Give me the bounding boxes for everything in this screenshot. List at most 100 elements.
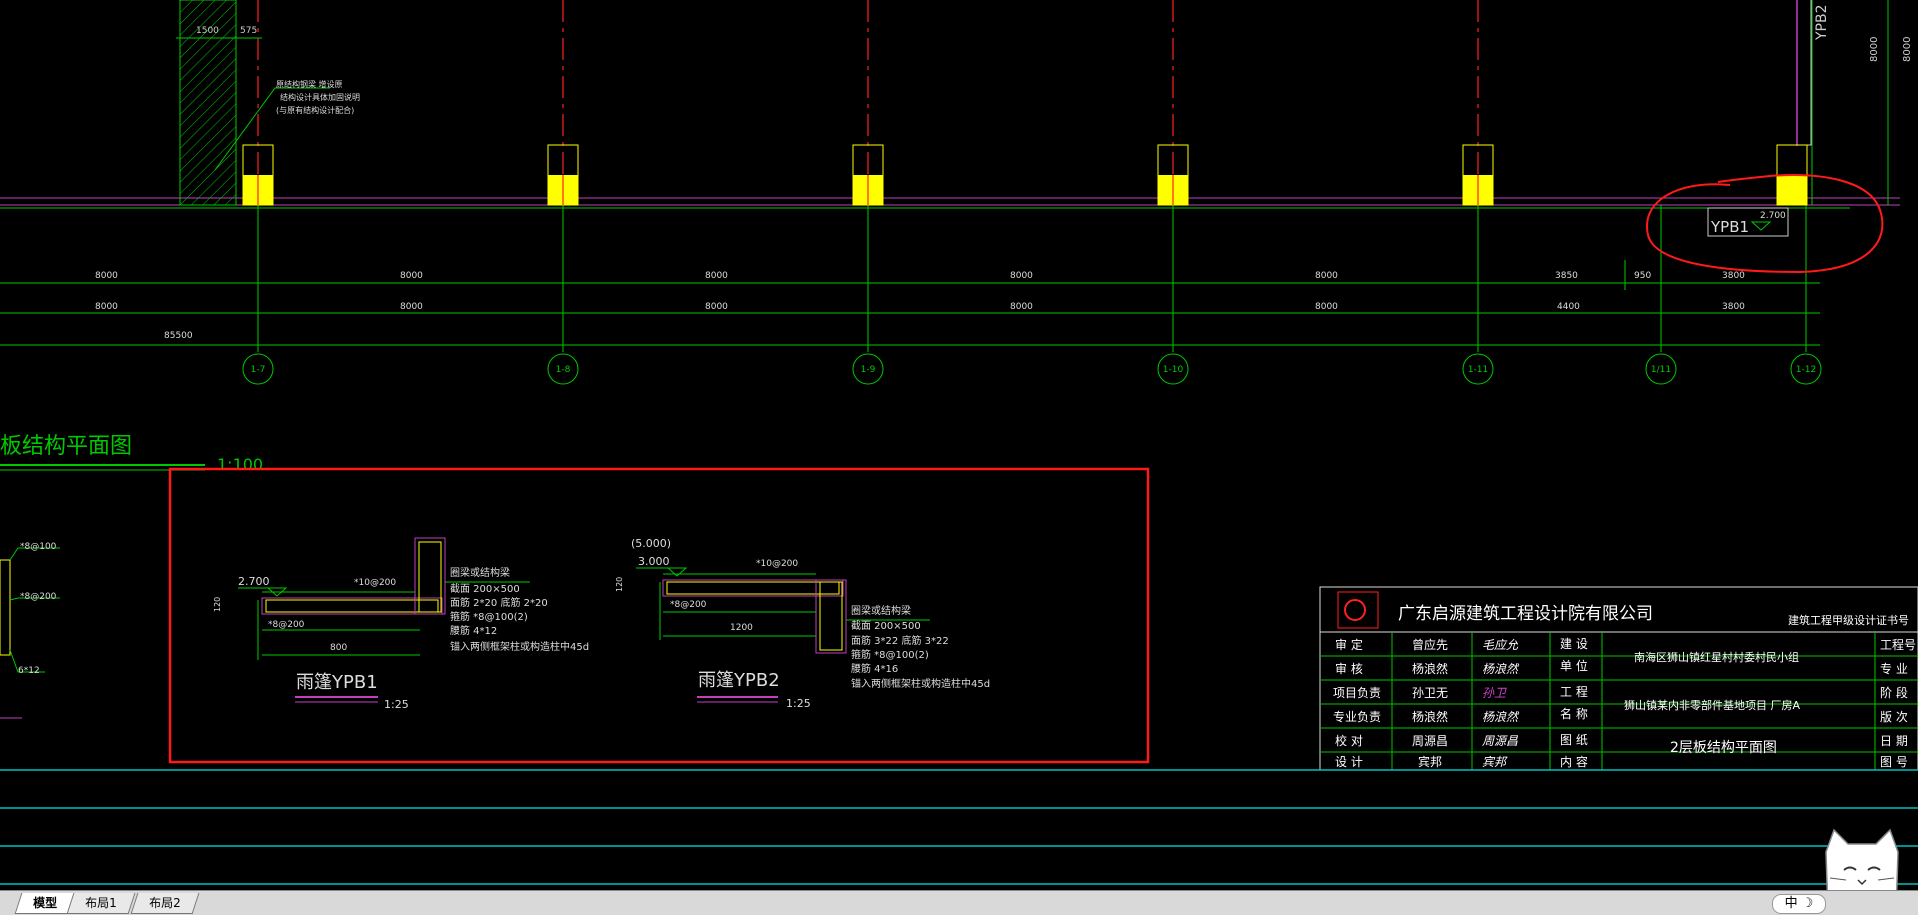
svg-text:8000: 8000: [1315, 271, 1338, 281]
tab-layout2[interactable]: 布局2: [130, 893, 200, 914]
svg-text:杨浪然: 杨浪然: [1482, 710, 1520, 724]
ypb2-elev-top: (5.000): [631, 537, 671, 550]
note-top-3: (与原有结构设计配合): [276, 105, 354, 115]
company-name: 广东启源建筑工程设计院有限公司: [1398, 604, 1653, 624]
ime-indicator[interactable]: 中 ☽: [1772, 894, 1826, 914]
svg-text:*8@200: *8@200: [20, 592, 57, 602]
axis-label: 1-7: [251, 365, 266, 375]
svg-text:截面 200×500: 截面 200×500: [851, 619, 921, 632]
ypb1-width: 800: [330, 643, 347, 653]
svg-text:8000: 8000: [95, 271, 118, 281]
ypb2-bot-bar: *8@200: [670, 600, 707, 610]
axis-label: 1-11: [1468, 365, 1488, 375]
right-dim-2: 8000: [1902, 37, 1913, 62]
ypb1-tag-box: [1707, 207, 1789, 237]
svg-text:8000: 8000: [400, 302, 423, 312]
ypb1-title: 雨篷YPB1: [296, 672, 378, 693]
ypb2-top-bar: *10@200: [756, 559, 798, 569]
svg-text:内 容: 内 容: [1560, 754, 1588, 769]
svg-text:8000: 8000: [1315, 302, 1338, 312]
svg-text:审 核: 审 核: [1335, 661, 1363, 676]
axis-label: 1/11: [1651, 365, 1671, 375]
drawing-name: 2层板结构平面图: [1670, 740, 1777, 756]
highlight-circle: [1645, 174, 1884, 274]
dim-1500: 1500: [196, 26, 219, 36]
right-dim-1: 8000: [1869, 37, 1880, 62]
detail-box: [168, 467, 1150, 764]
company-logo: [1337, 591, 1379, 629]
svg-text:3800: 3800: [1722, 271, 1745, 281]
svg-text:宾邦: 宾邦: [1482, 755, 1508, 769]
left-partial-detail: *8@100 *8@200 6*12: [0, 542, 60, 719]
svg-text:项目负责: 项目负责: [1333, 686, 1381, 700]
border-lines: [0, 769, 1918, 885]
svg-text:4400: 4400: [1557, 302, 1580, 312]
dim-575: 575: [240, 26, 257, 36]
svg-text:箍筋 *8@100(2): 箍筋 *8@100(2): [851, 648, 929, 661]
ypb2-detail: (5.000) 3.000 *10@200 *8@200 120 1200 圈梁…: [615, 537, 990, 710]
cert-label: 建筑工程甲级设计证书号: [1788, 613, 1909, 627]
svg-text:面筋 3*22 底筋 3*22: 面筋 3*22 底筋 3*22: [851, 634, 949, 647]
svg-text:阶 段: 阶 段: [1880, 685, 1908, 700]
svg-text:截面 200×500: 截面 200×500: [450, 582, 520, 595]
svg-text:箍筋 *8@100(2): 箍筋 *8@100(2): [450, 610, 528, 623]
cad-model-space[interactable]: YPB2 8000 8000 1500 575 原结构钢梁 增设原 结构设计具体…: [0, 0, 1918, 890]
svg-text:*8@100: *8@100: [20, 542, 57, 552]
svg-text:8000: 8000: [705, 302, 728, 312]
axis-label: 1-9: [861, 365, 876, 375]
ypb1-bot-bar: *8@200: [268, 620, 305, 630]
axis-label: 1-8: [556, 365, 571, 375]
ypb2-thick: 120: [615, 577, 624, 592]
svg-text:腰筋 4*12: 腰筋 4*12: [450, 624, 497, 637]
ypb1-detail: 2.700 *10@200 *8@200 120 800 圈梁或结构梁 截面 2…: [213, 537, 589, 711]
svg-text:毛应允: 毛应允: [1482, 638, 1519, 652]
grid-lines: [0, 0, 1900, 352]
axis-label: 1-10: [1163, 365, 1184, 375]
svg-text:名 称: 名 称: [1560, 706, 1588, 721]
svg-text:审 定: 审 定: [1335, 637, 1363, 652]
ypb2-elev: 3.000: [638, 555, 670, 568]
svg-text:孙卫无: 孙卫无: [1412, 686, 1448, 700]
axis-bubbles: 1-7 1-8 1-9 1-10 1-11 1/11 1-12: [242, 353, 1822, 385]
svg-text:专业负责: 专业负责: [1333, 709, 1381, 724]
svg-text:孙卫: 孙卫: [1482, 686, 1507, 700]
svg-text:杨浪然: 杨浪然: [1412, 709, 1448, 724]
svg-text:8000: 8000: [95, 302, 118, 312]
svg-text:工程号: 工程号: [1880, 637, 1916, 652]
signatures: 毛应允 杨浪然 孙卫 杨浪然 周源昌 宾邦: [1482, 638, 1520, 769]
svg-text:宾邦: 宾邦: [1418, 754, 1442, 769]
ypb2-title: 雨篷YPB2: [698, 670, 780, 691]
svg-text:3800: 3800: [1722, 302, 1745, 312]
note-leader: [214, 87, 330, 171]
ypb1-elev: 2.700: [1760, 211, 1786, 221]
svg-text:图 纸: 图 纸: [1560, 733, 1588, 747]
svg-text:校 对: 校 对: [1335, 733, 1363, 748]
hatched-wall: [179, 0, 237, 206]
note-top-2: 结构设计具体加固说明: [280, 92, 360, 102]
ypb2-vertical-label: YPB2: [1814, 4, 1830, 41]
plan-scale: 1:100: [217, 455, 263, 474]
svg-text:杨浪然: 杨浪然: [1412, 661, 1448, 676]
svg-text:版 次: 版 次: [1880, 710, 1908, 724]
layout-tab-bar: 模型 布局1 布局2: [0, 890, 1918, 915]
svg-text:8000: 8000: [705, 271, 728, 281]
svg-text:日 期: 日 期: [1880, 734, 1908, 748]
tab-layout1[interactable]: 布局1: [66, 893, 136, 914]
svg-text:8000: 8000: [400, 271, 423, 281]
elev-marker: [1750, 221, 1772, 231]
ypb1-tag: YPB1: [1710, 218, 1749, 236]
svg-text:单 位: 单 位: [1560, 658, 1588, 673]
dim-row-2: 8000 8000 8000 8000 8000 4400 3800: [95, 302, 1745, 312]
ypb1-thick: 120: [213, 597, 222, 612]
project-name: 狮山镇某内非零部件基地项目 厂房A: [1624, 698, 1800, 712]
svg-text:8000: 8000: [1010, 302, 1033, 312]
svg-text:工 程: 工 程: [1560, 684, 1588, 699]
svg-text:6*12: 6*12: [18, 666, 40, 676]
svg-text:3850: 3850: [1555, 271, 1578, 281]
title-block: 广东启源建筑工程设计院有限公司 建筑工程甲级设计证书号 审 定 审 核 项目负责…: [1319, 586, 1918, 771]
svg-text:设 计: 设 计: [1335, 755, 1363, 769]
svg-text:面筋 2*20 底筋 2*20: 面筋 2*20 底筋 2*20: [450, 596, 548, 609]
svg-text:锚入两侧框架柱或构造柱中45d: 锚入两侧框架柱或构造柱中45d: [851, 677, 990, 690]
ypb1-top-bar: *10@200: [354, 578, 396, 588]
svg-text:杨浪然: 杨浪然: [1482, 662, 1520, 676]
